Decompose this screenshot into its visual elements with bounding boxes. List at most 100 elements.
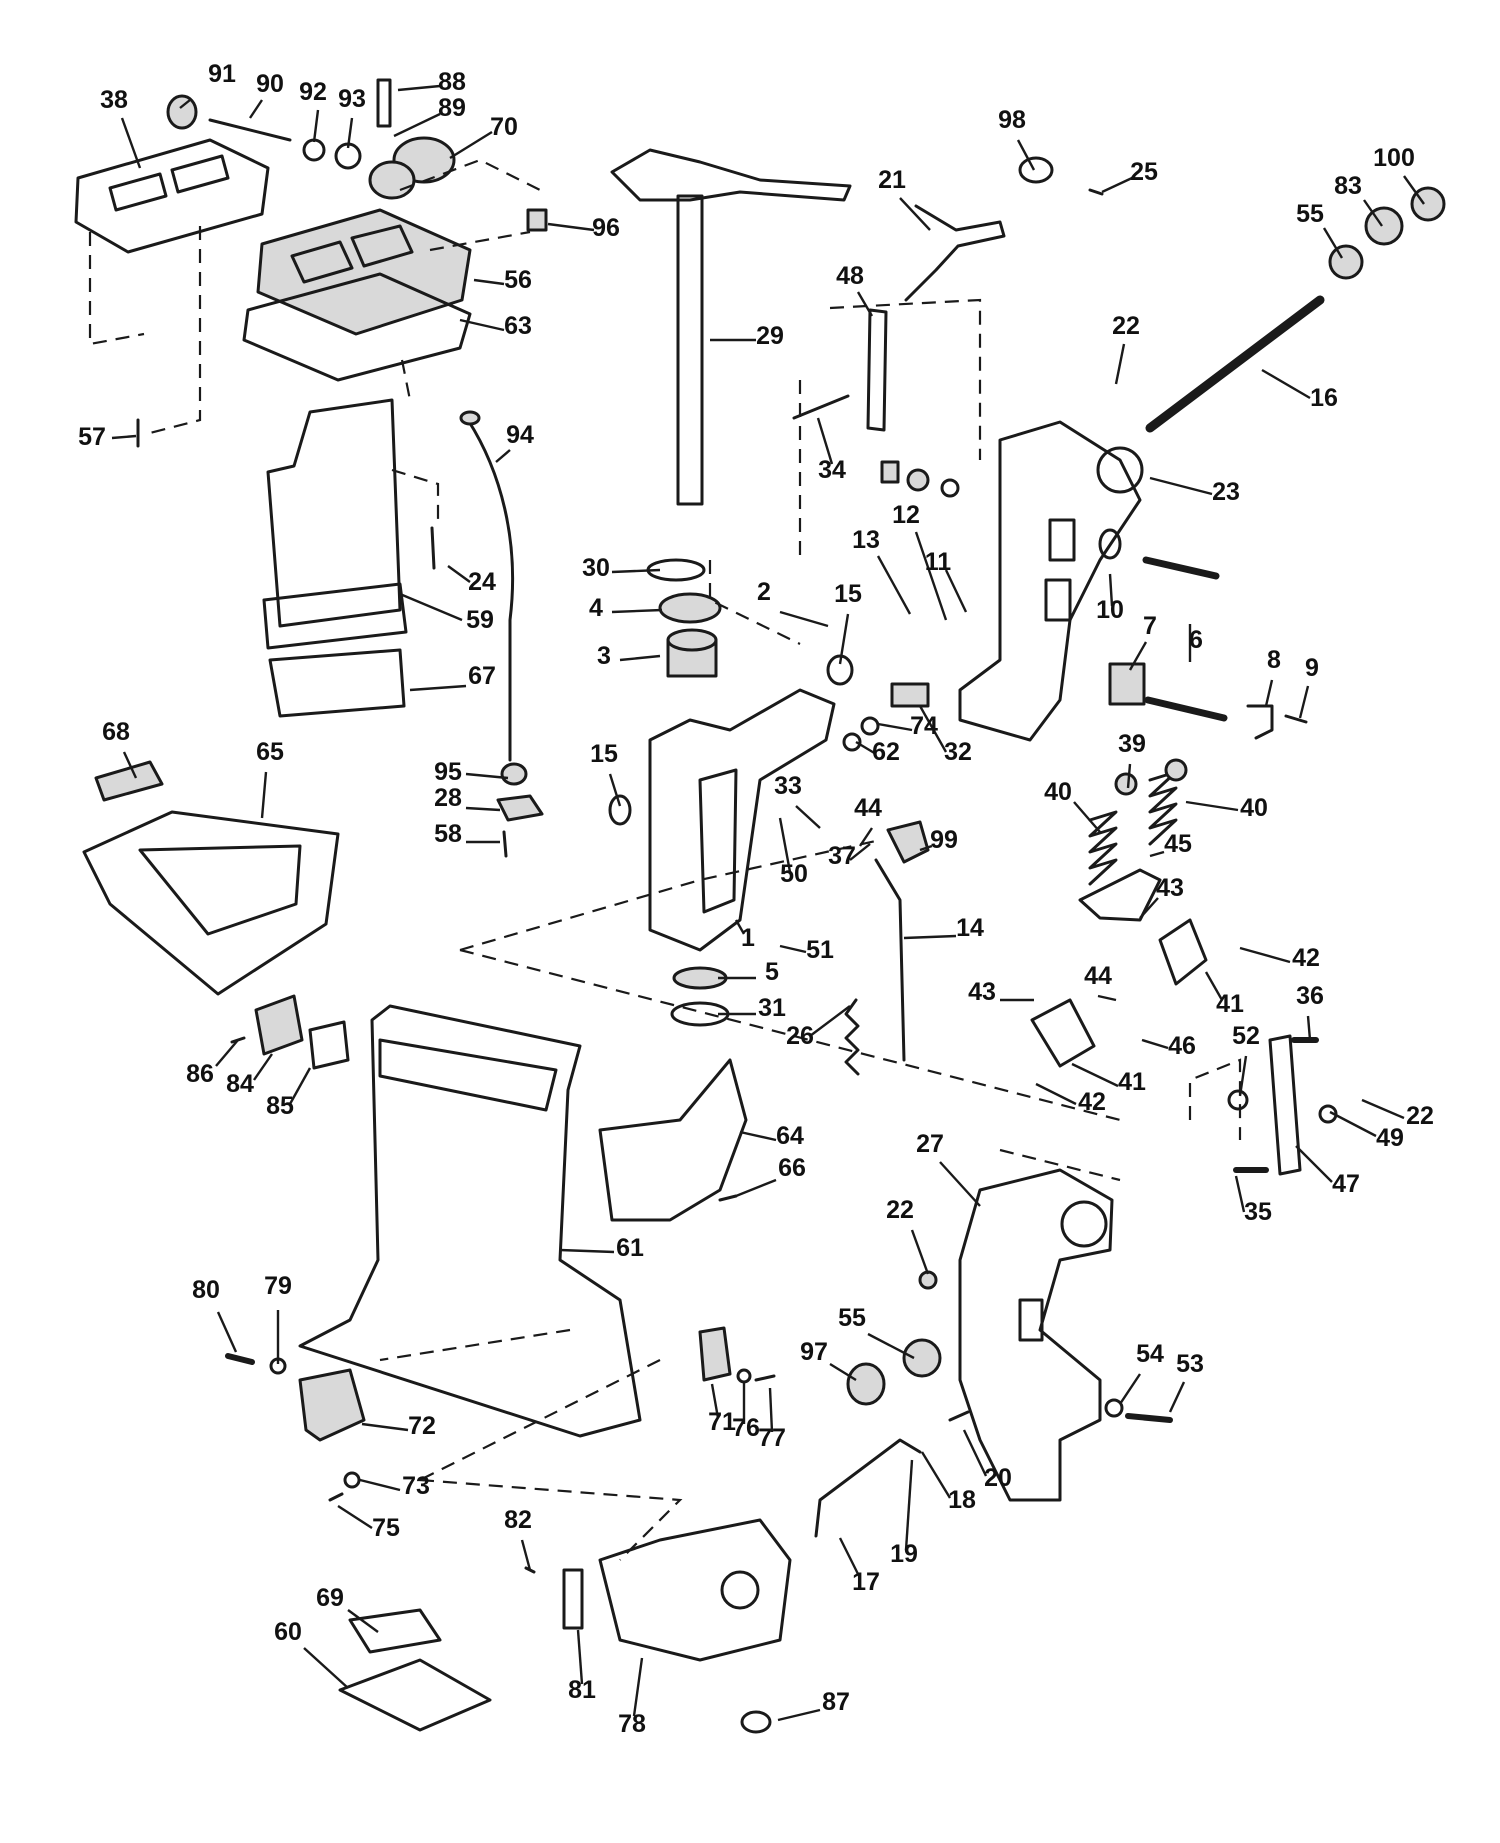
exhaust-housing-cover [256,208,472,336]
bolt-34 [792,394,850,420]
callout-11: 11 [925,548,952,576]
callout-33: 33 [774,772,802,800]
exhaust-housing-61 [298,1004,642,1438]
leader-line [179,99,191,109]
leader-line [1016,139,1036,171]
leader-line [1261,368,1311,400]
nut-12 [906,468,930,492]
callout-3: 3 [597,642,611,670]
screw-9 [1284,714,1308,724]
leader-line [838,613,850,665]
mount-72 [298,1368,366,1442]
leader-line [1119,1373,1141,1405]
washer-62 [842,732,862,752]
callout-21: 21 [878,166,906,194]
leader-line [465,772,509,780]
leader-line [303,1647,349,1689]
stern-bracket-27 [958,1168,1114,1502]
leader-line [777,1708,821,1722]
bolt-6-lower [1144,696,1228,722]
callout-26: 26 [786,1022,814,1050]
leader-line [768,1387,774,1433]
callout-87: 87 [822,1688,850,1716]
callout-100: 100 [1373,144,1415,172]
leader-line [1298,685,1310,719]
leader-line [473,278,505,286]
callout-22: 22 [1112,312,1140,340]
grommet-96 [526,208,548,232]
callout-72: 72 [408,1412,436,1440]
cap-39 [1114,758,1188,796]
leader-line [1097,994,1117,1002]
callout-91: 91 [208,60,236,88]
leader-line [559,1248,615,1254]
alignment-lines [88,158,1242,1561]
leader-line [739,1130,777,1142]
bushing-13 [880,460,900,484]
callout-15: 15 [590,740,618,768]
callout-1: 1 [741,924,755,952]
leader-line [361,1422,409,1432]
leader-line [838,1537,862,1579]
nut-22-mid [918,1270,938,1290]
leader-line [1264,679,1274,707]
bolt-53 [1125,1413,1173,1423]
callout-65: 65 [256,738,284,766]
screw-58 [502,830,508,858]
callout-75: 75 [372,1514,400,1542]
callout-56: 56 [504,266,532,294]
callout-79: 79 [264,1272,292,1300]
link-47 [1268,1034,1302,1176]
washer-76 [736,1368,752,1384]
callout-8: 8 [1267,646,1281,674]
callout-5: 5 [765,958,779,986]
steering-handle-bracket-29 [610,148,852,506]
leader-line [1139,897,1159,919]
leader-line [495,449,511,463]
leader-line [619,654,661,662]
callout-90: 90 [256,70,284,98]
leader-line [1238,1055,1248,1097]
leader-line [1071,1062,1119,1088]
gasket-85 [308,1020,350,1070]
leader-line [1322,227,1344,259]
leader-line [399,592,463,622]
leader-line [859,827,873,847]
callout-6: 6 [1189,626,1203,654]
leader-line [779,944,807,954]
callout-54: 54 [1136,1340,1164,1368]
callout-51: 51 [806,936,834,964]
leader-line [918,705,948,753]
leader-line [576,1629,584,1685]
callout-30: 30 [582,554,610,582]
callout-25: 25 [1130,158,1158,186]
bolt-90 [208,118,292,142]
washer-15-right [826,654,854,686]
callout-18: 18 [948,1486,976,1514]
cap-97 [846,1362,886,1406]
callout-94: 94 [506,421,534,449]
leader-line [876,555,912,615]
callout-17: 17 [852,1568,880,1596]
callout-57: 57 [78,423,106,451]
callout-43: 43 [968,978,996,1006]
callout-89: 89 [438,94,466,122]
link-48 [866,308,888,432]
leader-line [920,1451,952,1499]
leader-line [910,1229,930,1275]
washer-11 [940,478,960,498]
callout-46: 46 [1168,1032,1196,1060]
leader-line [249,99,263,119]
mount-71 [698,1326,732,1382]
leader-line [849,843,871,861]
tilt-tube-16 [1145,295,1325,433]
cover-28 [496,794,544,822]
leader-lines [111,84,1425,1722]
screw-66 [718,1194,738,1202]
callout-61: 61 [616,1234,644,1262]
callout-41: 41 [1216,990,1244,1018]
plug-95 [500,762,528,786]
seal-69 [348,1608,442,1654]
callout-39: 39 [1118,730,1146,758]
